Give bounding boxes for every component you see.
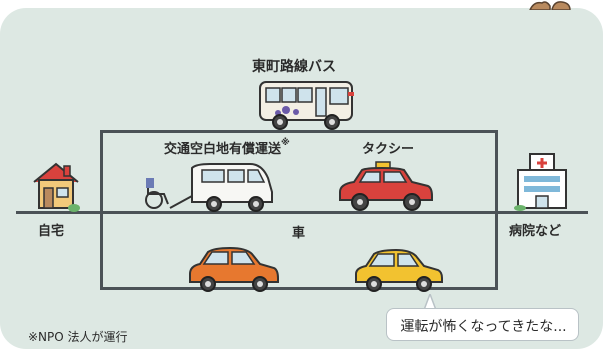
speech-bubble: 運転が怖くなってきたな... <box>386 308 579 341</box>
hospital-icon <box>514 153 567 211</box>
car-icon <box>355 248 443 292</box>
speech-bubble-tail <box>423 294 437 310</box>
taxi-label: タクシー <box>362 142 415 157</box>
home-label: 自宅 <box>38 224 65 239</box>
transport-options-box <box>100 130 498 290</box>
npo-transport-label: 交通空白地有償運送※ <box>164 138 290 157</box>
bus-label: 東町路線バス <box>252 59 336 75</box>
taxi-icon <box>339 161 433 211</box>
footnote: ※NPO 法人が運行 <box>28 330 128 344</box>
car-icon <box>189 246 279 292</box>
npo-transport-text: 交通空白地有償運送 <box>164 142 282 157</box>
hospital-label: 病院など <box>509 224 562 239</box>
house-icon <box>33 162 80 212</box>
speech-text: 運転が怖くなってきたな... <box>400 319 567 335</box>
npo-mark: ※ <box>281 138 290 148</box>
car-label: 車 <box>292 226 306 241</box>
person-icon <box>529 1 571 10</box>
road-line <box>16 211 588 214</box>
bus-icon <box>259 81 354 130</box>
wheelchair-van-icon <box>145 163 273 212</box>
